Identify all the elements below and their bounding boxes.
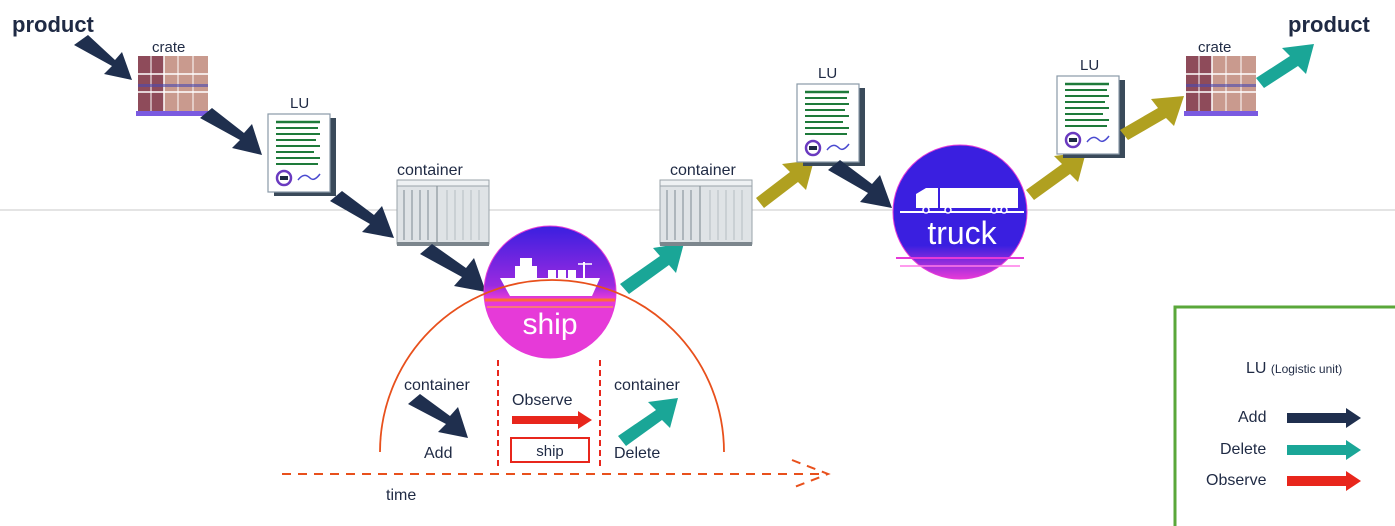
ship-label: ship (522, 308, 577, 341)
ship-box-label: ship (536, 443, 564, 460)
time-axis-arrowhead-icon (791, 459, 831, 489)
product-end-label: product (1288, 12, 1371, 37)
truck-icon (900, 188, 1024, 214)
lu-3-icon (1055, 74, 1127, 160)
lu-1-icon (266, 112, 338, 198)
ship-box (510, 437, 590, 463)
crate-start-label: crate (152, 39, 185, 56)
lu-1-label: LU (290, 95, 309, 112)
container-1-label: container (397, 162, 463, 179)
ship-node: ship (483, 225, 617, 359)
legend-label-delete: Delete (1220, 441, 1266, 458)
time-label: time (386, 487, 416, 504)
add-arrow-icon (330, 191, 394, 238)
detail-container-delete-label: container (614, 377, 680, 394)
carrier-arrow-icon (756, 160, 814, 208)
container-2-label: container (670, 162, 736, 179)
container-2-icon (659, 179, 753, 247)
lu-3-label: LU (1080, 57, 1099, 74)
crate-start-icon (135, 55, 211, 117)
detail-add-label: Add (424, 445, 452, 462)
carrier-arrow-icon (1026, 152, 1086, 200)
delete-arrow-icon (618, 398, 678, 446)
legend-label-add: Add (1238, 409, 1266, 426)
crate-end-label: crate (1198, 39, 1231, 56)
delete-arrow-icon (620, 243, 684, 294)
add-arrow-icon (200, 108, 262, 155)
legend-border (1173, 305, 1395, 526)
detail-delete-label: Delete (614, 445, 660, 462)
legend-label-observe: Observe (1206, 472, 1267, 489)
add-arrow-icon (408, 394, 468, 438)
legend-observe-arrow-icon (1287, 471, 1361, 491)
ship-dwell-arc (379, 279, 725, 453)
container-1-icon (396, 179, 490, 247)
truck-label: truck (927, 215, 997, 251)
detail-observe-label: Observe (512, 392, 573, 409)
legend-delete-arrow-icon (1287, 440, 1361, 460)
truck-node: truck (892, 144, 1028, 280)
add-arrow-icon (828, 160, 892, 208)
observe-arrow-icon (512, 411, 592, 429)
delete-arrow-icon (1256, 44, 1314, 88)
carrier-arrow-icon (1120, 96, 1184, 140)
lu-2-icon (795, 82, 867, 168)
legend: LU (Logistic unit) Add Delete Observe (1173, 305, 1395, 526)
legend-add-arrow-icon (1287, 408, 1361, 428)
lu-2-label: LU (818, 65, 837, 82)
product-start-label: product (12, 12, 95, 37)
add-arrow-icon (420, 244, 486, 292)
add-arrow-icon (74, 35, 132, 80)
detail-container-add-label: container (404, 377, 470, 394)
crate-end-icon (1183, 55, 1259, 117)
legend-title: LU (Logistic unit) (1246, 360, 1342, 377)
